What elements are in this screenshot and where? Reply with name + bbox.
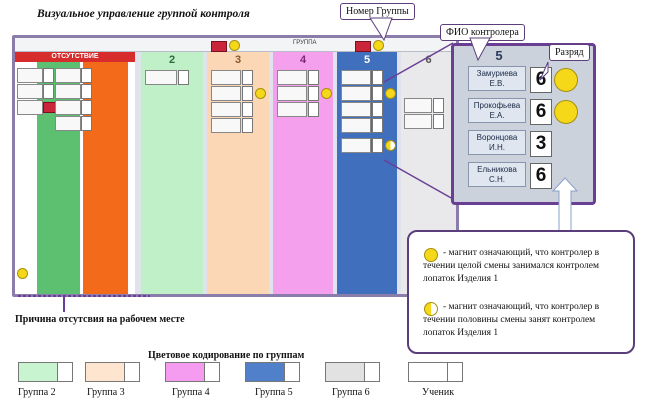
swatch-group-2 xyxy=(18,362,73,382)
card xyxy=(17,68,43,83)
half-shift-magnet-icon xyxy=(424,302,438,316)
grade-box xyxy=(43,68,54,83)
grade-box xyxy=(372,118,383,133)
swatch-group-3 xyxy=(85,362,140,382)
grade-box xyxy=(242,118,253,133)
card xyxy=(404,98,432,113)
group-2-column: 2 xyxy=(141,52,203,294)
page-title: Визуальное управление группой контроля xyxy=(37,8,250,20)
card xyxy=(145,70,177,85)
full-shift-magnet xyxy=(554,100,578,124)
full-shift-magnet xyxy=(321,88,332,99)
grade-box xyxy=(433,114,444,129)
half-shift-magnet xyxy=(385,140,396,151)
legend-label-group-5: Группа 5 xyxy=(255,387,293,398)
swatch-group-4 xyxy=(165,362,220,382)
zoom-grade: 6 xyxy=(530,67,552,93)
legend-label-group-2: Группа 2 xyxy=(18,387,56,398)
card xyxy=(55,100,81,115)
grade-box xyxy=(81,84,92,99)
group-3-header: 3 xyxy=(234,54,242,66)
grade-box xyxy=(372,138,383,153)
group-5-header: 5 xyxy=(363,54,371,66)
controller-name-callout: ФИО контролера xyxy=(440,24,525,41)
grade-box xyxy=(372,102,383,117)
grade-callout: Разряд xyxy=(549,44,590,61)
zoom-card: Воронцова И.Н. xyxy=(468,130,526,155)
full-shift-magnet xyxy=(385,88,396,99)
grade-box xyxy=(242,86,253,101)
card xyxy=(277,102,307,117)
card xyxy=(211,70,241,85)
swatch-group-5 xyxy=(245,362,300,382)
grade-box xyxy=(43,84,54,99)
full-shift-description: - магнит означающий, что контролер в теч… xyxy=(423,248,600,284)
full-shift-magnet xyxy=(373,40,384,51)
absence-caption: Причина отсутсвия на рабочем месте xyxy=(15,314,185,325)
grade-box xyxy=(308,86,319,101)
card xyxy=(211,86,241,101)
full-shift-magnet xyxy=(229,40,240,51)
card xyxy=(341,118,371,133)
swatch-student xyxy=(408,362,463,382)
card xyxy=(341,70,371,85)
grade-box xyxy=(81,100,92,115)
zoom-group-number: 5 xyxy=(495,48,503,63)
full-shift-magnet xyxy=(17,268,28,279)
board-header-label: ГРУППА xyxy=(293,40,317,46)
legend-label-student: Ученик xyxy=(422,387,455,398)
card xyxy=(55,84,81,99)
absence-header: ОТСУТСТВИЕ xyxy=(15,52,135,62)
card xyxy=(211,118,241,133)
grade-box xyxy=(372,86,383,101)
grade-box xyxy=(178,70,189,85)
card xyxy=(341,86,371,101)
color-coding-title: Цветовое кодирование по группам xyxy=(148,350,305,361)
zoom-grade: 6 xyxy=(530,99,552,125)
card xyxy=(211,102,241,117)
group-number-callout: Номер Группы xyxy=(340,3,415,20)
grade-box xyxy=(372,70,383,85)
zoom-card: Ельникова С.Н. xyxy=(468,162,526,187)
zoom-card: Прокофьева Е.А. xyxy=(468,98,526,123)
grade-box xyxy=(433,98,444,113)
grade-box xyxy=(81,116,92,131)
card xyxy=(404,114,432,129)
card xyxy=(17,100,43,115)
grade-box xyxy=(242,70,253,85)
swatch-group-6 xyxy=(325,362,380,382)
legend-label-group-6: Группа 6 xyxy=(332,387,370,398)
grade-box xyxy=(242,102,253,117)
card xyxy=(277,70,307,85)
grade-box xyxy=(81,68,92,83)
zoom-grade: 3 xyxy=(530,131,552,157)
zoom-card: Замуриева Е.В. xyxy=(468,66,526,91)
magnet-legend: - магнит означающий, что контролер в теч… xyxy=(407,230,635,354)
control-board: ГРУППА ОТСУТСТВИЕ 2 3 4 5 6 xyxy=(12,35,459,297)
zoom-grade: 6 xyxy=(530,163,552,189)
legend-label-group-3: Группа 3 xyxy=(87,387,125,398)
full-shift-magnet xyxy=(554,68,578,92)
red-magnet xyxy=(211,41,227,52)
card xyxy=(55,68,81,83)
red-magnet xyxy=(355,41,371,52)
card xyxy=(17,84,43,99)
grade-box xyxy=(308,102,319,117)
card xyxy=(277,86,307,101)
card xyxy=(55,116,81,131)
group-6-header: 6 xyxy=(425,54,432,66)
group-2-header: 2 xyxy=(168,54,176,66)
full-shift-magnet xyxy=(255,88,266,99)
grade-box xyxy=(308,70,319,85)
full-shift-magnet-icon xyxy=(424,248,438,262)
half-shift-description: - магнит означающий, что контролер в теч… xyxy=(423,302,600,338)
card xyxy=(341,138,371,153)
zoom-panel: 5 Замуриева Е.В. 6 Прокофьева Е.А. 6 Вор… xyxy=(451,43,596,205)
legend-label-group-4: Группа 4 xyxy=(172,387,210,398)
card xyxy=(341,102,371,117)
group-4-header: 4 xyxy=(299,54,307,66)
